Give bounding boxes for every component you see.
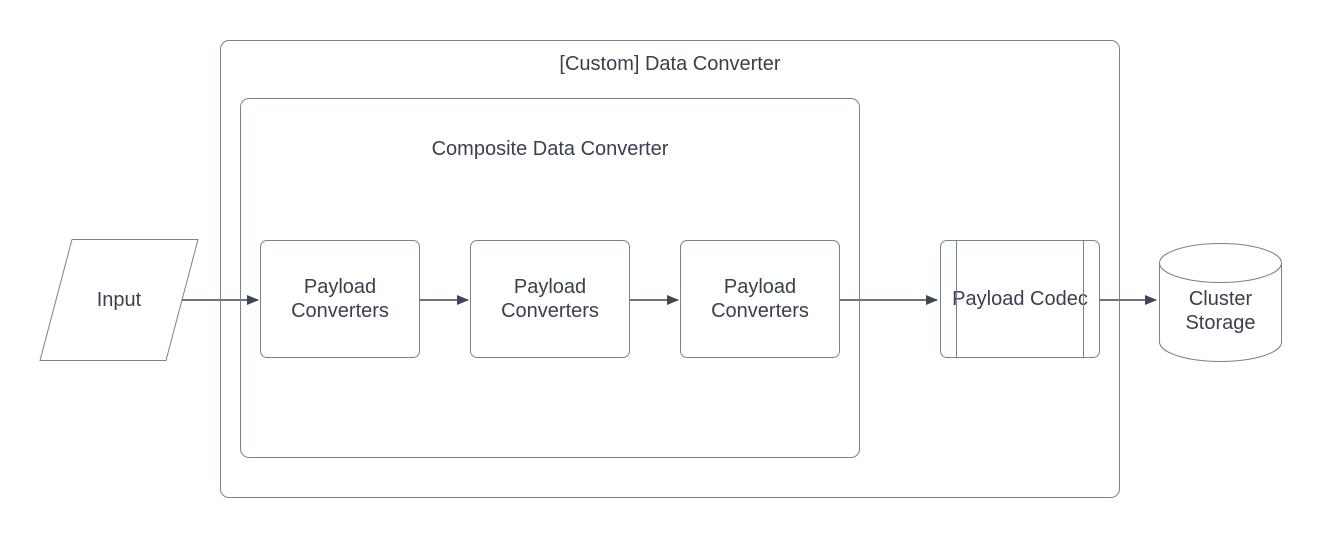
payload-codec-label: Payload Codec xyxy=(952,288,1088,310)
payload-converters-label-3: Payload Converters xyxy=(711,276,809,322)
payload-converters-node-1[interactable]: Payload Converters xyxy=(260,240,420,358)
custom-data-converter-group[interactable]: [Custom] Data Converter xyxy=(220,40,1120,498)
composite-data-converter-label: Composite Data Converter xyxy=(431,138,669,160)
payload-converters-node-3[interactable]: Payload Converters xyxy=(680,240,840,358)
payload-converters-label-1: Payload Converters xyxy=(291,276,389,322)
input-node-shape[interactable] xyxy=(39,239,199,361)
custom-data-converter-label: [Custom] Data Converter xyxy=(559,53,781,75)
payload-converters-label-2: Payload Converters xyxy=(501,276,599,322)
codec-left-bar xyxy=(956,241,957,357)
composite-data-converter-group[interactable]: Composite Data Converter xyxy=(240,98,860,458)
codec-right-bar xyxy=(1083,241,1084,357)
cluster-storage-rim xyxy=(1159,262,1282,283)
cluster-storage-node-shape[interactable] xyxy=(1159,243,1282,362)
payload-codec-node[interactable]: Payload Codec xyxy=(940,240,1100,358)
payload-converters-node-2[interactable]: Payload Converters xyxy=(470,240,630,358)
